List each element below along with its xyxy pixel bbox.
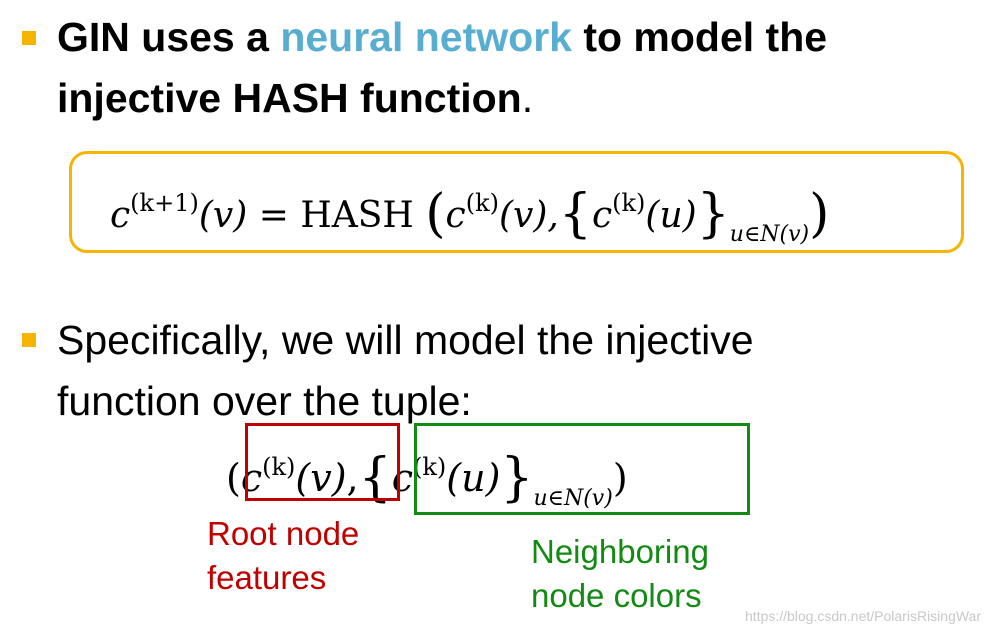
tuple-close-brace: }	[500, 448, 534, 508]
root-node-highlight-box	[245, 423, 400, 501]
watermark: https://blog.csdn.net/PolarisRisingWar	[744, 608, 981, 624]
formula-hash: HASH	[300, 195, 414, 236]
root-annotation-line1: Root node	[207, 515, 360, 552]
formula-c1-arg: (v),	[498, 195, 559, 236]
formula-c1-superscript: (k)	[465, 189, 499, 217]
root-annotation-line2: features	[207, 559, 327, 596]
bullet2-line2: function over the tuple:	[57, 378, 472, 424]
tuple-open-brace: {	[358, 448, 392, 508]
formula-open-brace: {	[558, 184, 592, 244]
bullet1-accent-text: neural network	[280, 14, 572, 60]
formula-lhs-superscript: (k+1)	[130, 189, 199, 217]
formula-c2-superscript: (k)	[612, 189, 646, 217]
tuple-subscript: u∈N(v)	[533, 486, 613, 511]
bullet1-text-start: GIN uses a	[57, 14, 281, 60]
tuple-c1-arg: (v)	[295, 456, 347, 500]
bullet1-line1: GIN uses a neural network to model the	[57, 17, 827, 58]
hash-formula: c(k+1)(v) = HASH (c(k)(v),{c(k)(u)}u∈N(v…	[110, 184, 829, 246]
bullet-marker-1	[22, 31, 36, 45]
root-node-annotation: Root node features	[207, 512, 359, 600]
formula-c1: c	[445, 195, 466, 236]
bullet2-line1: Specifically, we will model the injectiv…	[57, 317, 754, 363]
formula-close-paren: )	[809, 184, 830, 244]
formula-subscript: u∈N(v)	[729, 222, 810, 247]
bullet1-text-end: to model the	[571, 14, 828, 60]
formula-lhs-c: c	[110, 195, 131, 236]
tuple-c1-superscript: (k)	[262, 453, 296, 481]
neighbor-annotation: Neighboring node colors	[531, 530, 709, 618]
neighbor-highlight-box	[414, 423, 750, 515]
tuple-open-paren: (	[226, 456, 241, 500]
formula-equals: =	[247, 195, 301, 236]
bullet1-bold-text: injective HASH function	[57, 75, 522, 121]
formula-c2: c	[591, 195, 613, 236]
tuple-close-paren: )	[612, 456, 628, 500]
tuple-formula: (c(k)(v),{c(k)(u)}u∈N(v))	[226, 448, 628, 510]
formula-lhs-arg: (v)	[198, 195, 248, 236]
tuple-comma: ,	[346, 456, 359, 500]
tuple-c2-arg: (u)	[446, 456, 501, 500]
formula-box	[69, 151, 964, 253]
bullet1-period: .	[521, 75, 534, 121]
bullet1-line2: injective HASH function.	[57, 78, 533, 119]
bullet-marker-2	[22, 333, 36, 347]
formula-open-paren: (	[425, 184, 446, 244]
neighbor-annotation-line2: node colors	[531, 577, 702, 614]
neighbor-annotation-line1: Neighboring	[531, 533, 709, 570]
formula-c2-arg: (u)	[645, 195, 697, 236]
formula-close-brace: }	[696, 184, 730, 244]
tuple-c2-superscript: (k)	[413, 453, 447, 481]
